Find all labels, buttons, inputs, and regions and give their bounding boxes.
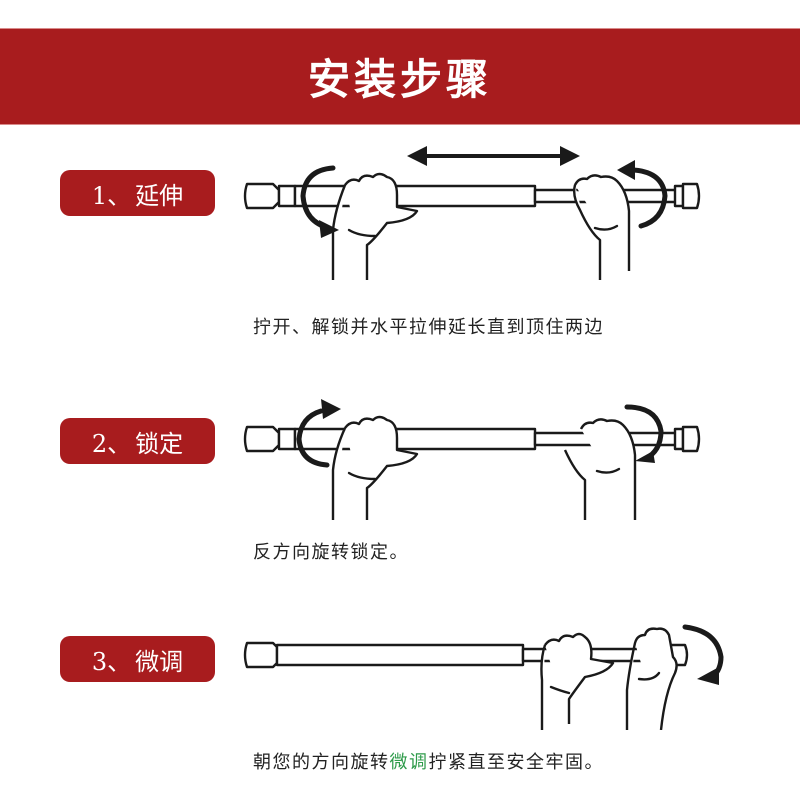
step-2-label: 锁定 (135, 429, 184, 458)
step-2-caption: 反方向旋转锁定。 (253, 542, 409, 563)
step-3-badge: 3、 微调 (60, 636, 215, 682)
step-3-caption-highlight: 微调 (389, 752, 429, 773)
rotate-right-arrow-icon (617, 160, 668, 229)
tension-rod-icon (243, 182, 701, 210)
step-3-caption-before: 朝您的方向旋转 (253, 752, 390, 773)
step-2-badge: 2、 锁定 (60, 418, 215, 464)
step-1-badge: 1、 延伸 (60, 170, 215, 216)
step-3-label: 微调 (135, 647, 184, 676)
rotate-down-arrow-icon (624, 404, 664, 463)
step-1-number: 1、 (91, 181, 132, 210)
right-hand-icon (572, 174, 631, 280)
right-hand-icon (563, 418, 637, 520)
left-hand-icon (331, 415, 419, 520)
lock-rod-illustration (235, 395, 705, 520)
page-title: 安装步骤 (307, 55, 492, 104)
double-arrow-icon (407, 146, 580, 166)
step-3-number: 3、 (91, 647, 132, 676)
rotate-clockwise-arrow-icon (682, 624, 724, 685)
extend-rod-illustration (235, 140, 705, 280)
rotate-left-arrow-icon (300, 165, 339, 238)
step-1-caption: 拧开、解锁并水平拉伸延长直到顶住两边 (253, 317, 604, 338)
right-hand-icon (625, 627, 678, 730)
tension-rod-icon (243, 641, 689, 669)
step-1-label: 延伸 (135, 181, 184, 210)
fine-tune-rod-illustration (235, 615, 735, 730)
step-2-number: 2、 (91, 429, 132, 458)
step-3-caption: 朝您的方向旋转微调拧紧直至安全牢固。 (253, 748, 604, 774)
left-hand-icon (540, 632, 615, 730)
step-3-caption-after: 拧紧直至安全牢固。 (428, 752, 604, 773)
rotate-up-arrow-icon (296, 399, 341, 468)
header-banner: 安装步骤 (0, 28, 800, 125)
